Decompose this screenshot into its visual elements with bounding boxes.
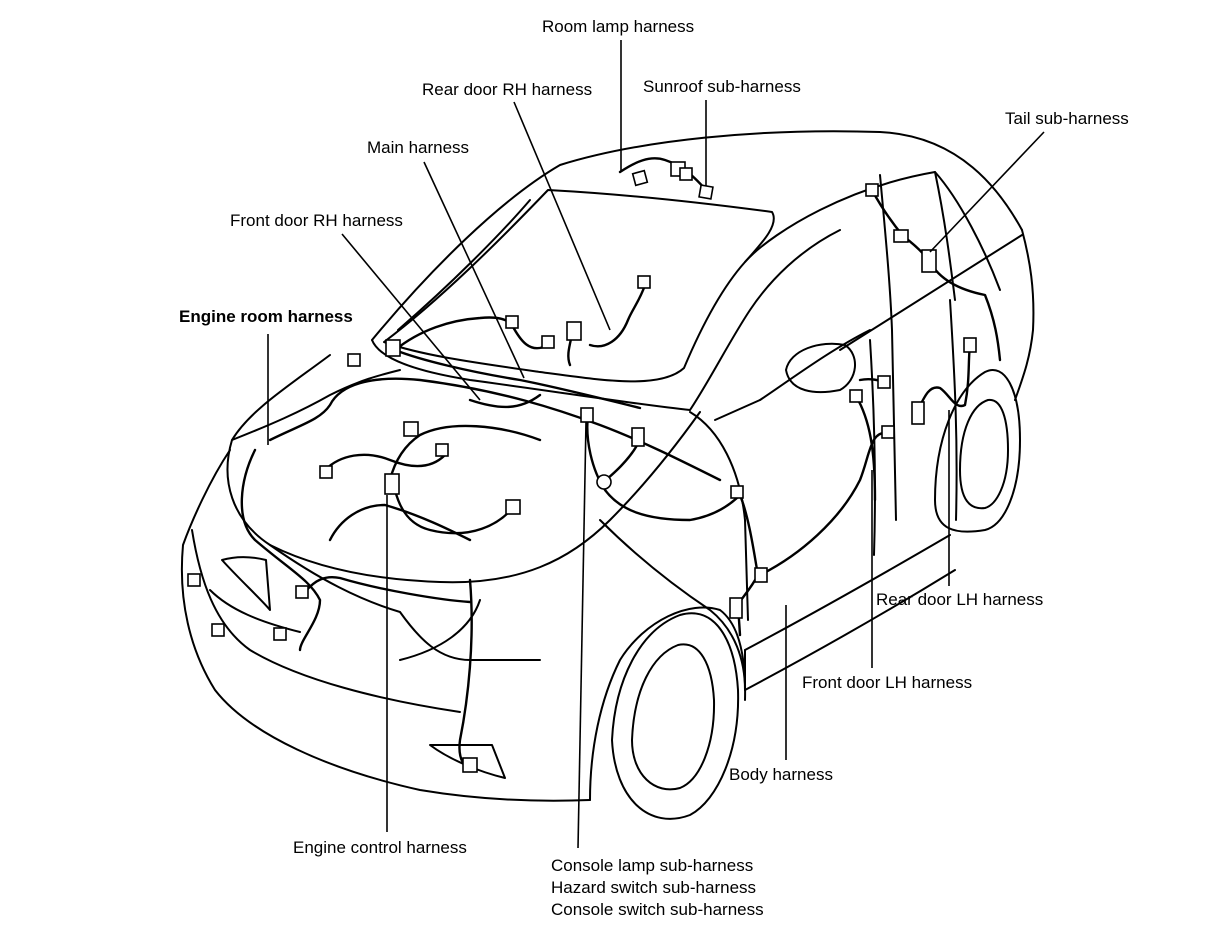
connector-icon — [631, 169, 649, 187]
connector-icon — [319, 465, 333, 479]
leader-rear-door-rh — [513, 101, 611, 331]
connector-icon — [541, 335, 555, 349]
label-front-door-rh-harness: Front door RH harness — [230, 211, 403, 230]
label-rear-door-lh-harness: Rear door LH harness — [876, 590, 1043, 609]
leader-lines — [267, 40, 1045, 849]
label-console-switch-sub-harness: Console switch sub-harness — [551, 900, 764, 919]
connector-icon — [385, 339, 401, 357]
connector-icon — [963, 337, 977, 353]
connector-icon — [698, 184, 714, 200]
label-engine-room-harness: Engine room harness — [179, 307, 353, 326]
label-engine-control-harness: Engine control harness — [293, 838, 467, 857]
label-room-lamp-harness: Room lamp harness — [542, 17, 694, 36]
connector-icon — [347, 353, 361, 367]
connector-icon — [596, 474, 612, 490]
connector-icon — [893, 229, 909, 243]
connector-icon — [881, 425, 895, 439]
connector-icon — [679, 167, 693, 181]
connector-icon — [462, 757, 478, 773]
connector-icon — [637, 275, 651, 289]
connector-icon — [566, 321, 582, 341]
label-body-harness: Body harness — [729, 765, 833, 784]
connector-icon — [187, 573, 201, 587]
leader-main — [423, 161, 525, 379]
connector-icon — [273, 627, 287, 641]
label-hazard-switch-sub-harness: Hazard switch sub-harness — [551, 878, 756, 897]
connector-icon — [730, 485, 744, 499]
harness-labels: Room lamp harness Rear door RH harness S… — [179, 17, 1129, 919]
connector-icon — [849, 389, 863, 403]
connector-icon — [435, 443, 449, 457]
leader-tail-sub — [929, 131, 1045, 253]
label-console-lamp-sub-harness: Console lamp sub-harness — [551, 856, 753, 875]
connector-icon — [505, 499, 521, 515]
connectors — [187, 161, 977, 773]
label-rear-door-rh-harness: Rear door RH harness — [422, 80, 592, 99]
connector-icon — [921, 249, 937, 273]
label-main-harness: Main harness — [367, 138, 469, 157]
label-tail-sub-harness: Tail sub-harness — [1005, 109, 1129, 128]
connector-icon — [865, 183, 879, 197]
connector-icon — [911, 401, 925, 425]
connector-icon — [754, 567, 768, 583]
connector-icon — [729, 597, 743, 619]
connector-icon — [631, 427, 645, 447]
connector-icon — [384, 473, 400, 495]
connector-icon — [580, 407, 594, 423]
connector-icon — [295, 585, 309, 599]
connector-icon — [211, 623, 225, 637]
connector-icon — [403, 421, 419, 437]
connector-icon — [505, 315, 519, 329]
label-sunroof-sub-harness: Sunroof sub-harness — [643, 77, 801, 96]
leader-console — [577, 421, 587, 849]
label-front-door-lh-harness: Front door LH harness — [802, 673, 972, 692]
leader-front-door-rh — [341, 233, 481, 401]
connector-icon — [877, 375, 891, 389]
